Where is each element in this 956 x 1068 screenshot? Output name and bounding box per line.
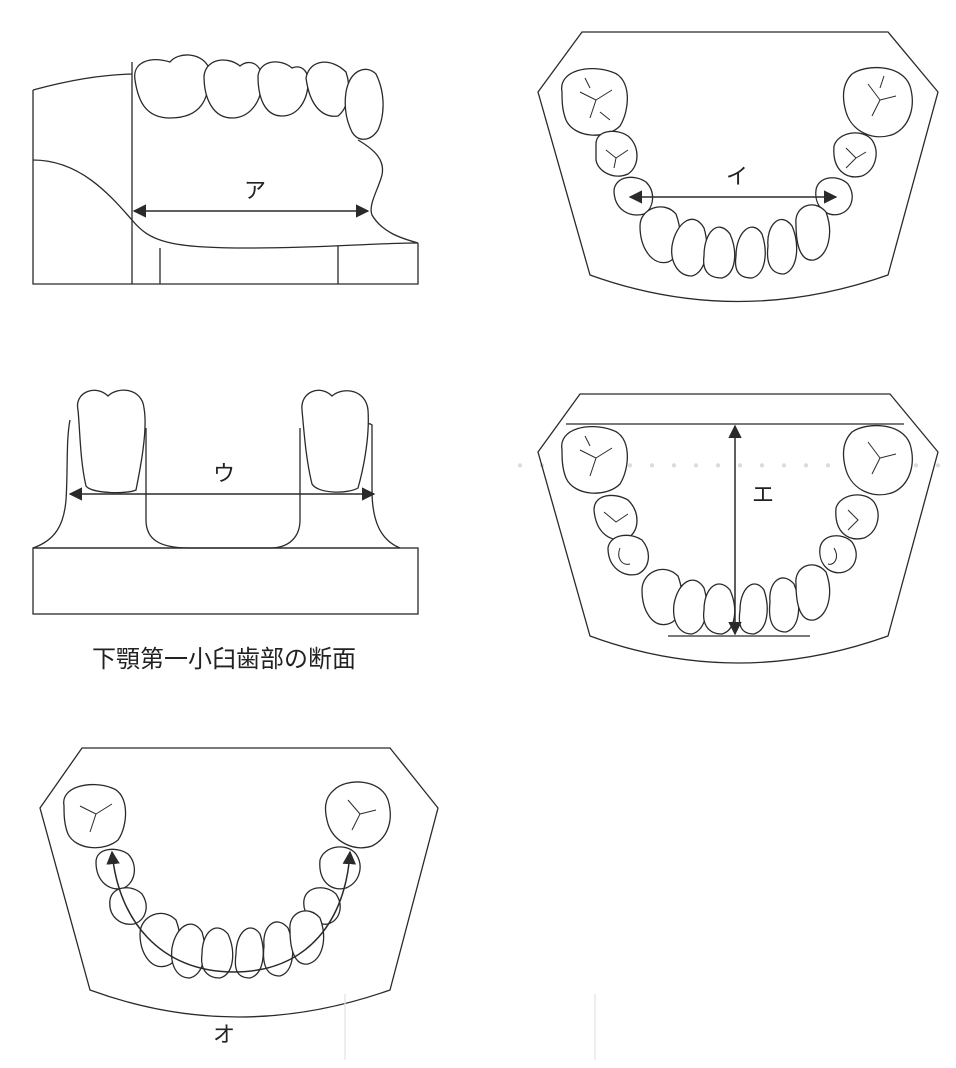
label-u: ウ [213, 462, 235, 487]
panel-a-lateral-view: ア [32, 54, 419, 285]
caption-cross-section: 下顎第一小臼歯部の断面 [92, 645, 356, 673]
panel-i-arch-view: イ [537, 31, 939, 303]
panel-o-arch-view: オ [39, 747, 439, 1048]
arrow-o-curve [106, 850, 357, 973]
label-e: エ [752, 483, 774, 508]
panel-e-arch-view: エ [537, 393, 939, 664]
label-a: ア [244, 179, 266, 204]
bleed-through-table [344, 994, 596, 1060]
label-i: イ [726, 165, 748, 190]
panel-u-cross-section: ウ 下顎第一小臼歯部の断面 [32, 389, 419, 673]
label-o: オ [213, 1023, 235, 1048]
